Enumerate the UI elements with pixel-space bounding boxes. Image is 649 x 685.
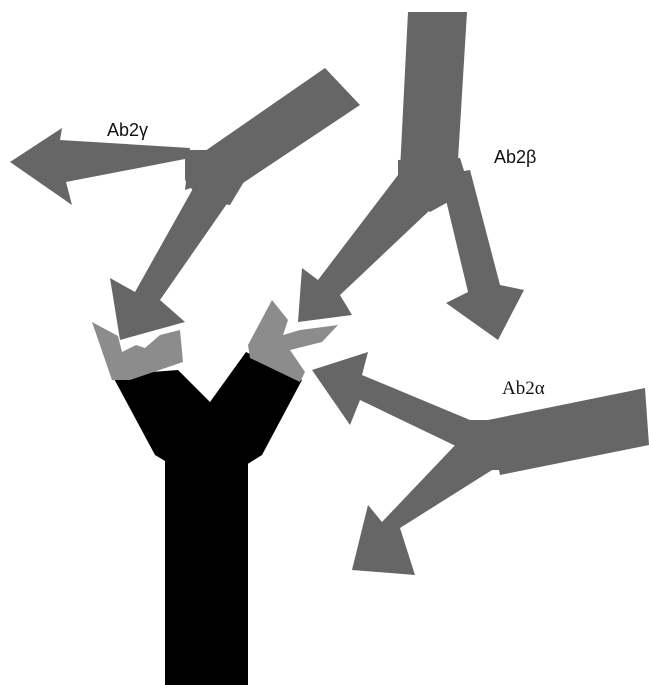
ab1-left-binding-site [92, 322, 183, 380]
ab2-beta-antibody [298, 12, 524, 340]
ab2-gamma-label: Ab2γ [107, 120, 149, 140]
ab2-beta-right-arm [440, 170, 524, 340]
ab2-alpha-stem [488, 388, 649, 475]
ab2-gamma-lower-arm [110, 185, 240, 340]
ab2-beta-left-arm [298, 175, 430, 322]
ab1-stem [165, 440, 248, 685]
ab2-alpha-upper-arm [312, 352, 485, 460]
ab2-gamma-hub [185, 150, 245, 205]
ab1-antibody [92, 300, 338, 685]
ab2-gamma-left-arm [10, 128, 205, 205]
ab2-beta-label: Ab2β [494, 147, 537, 167]
ab2-beta-stem [400, 12, 467, 170]
ab1-body [112, 352, 302, 470]
ab2-alpha-lower-arm [352, 440, 500, 575]
ab2-gamma-top-arm [195, 68, 360, 185]
ab2-alpha-antibody [312, 352, 649, 575]
ab2-gamma-antibody [10, 68, 360, 340]
ab2-alpha-label: Ab2α [502, 378, 545, 399]
ab1-right-binding-site [248, 300, 338, 382]
